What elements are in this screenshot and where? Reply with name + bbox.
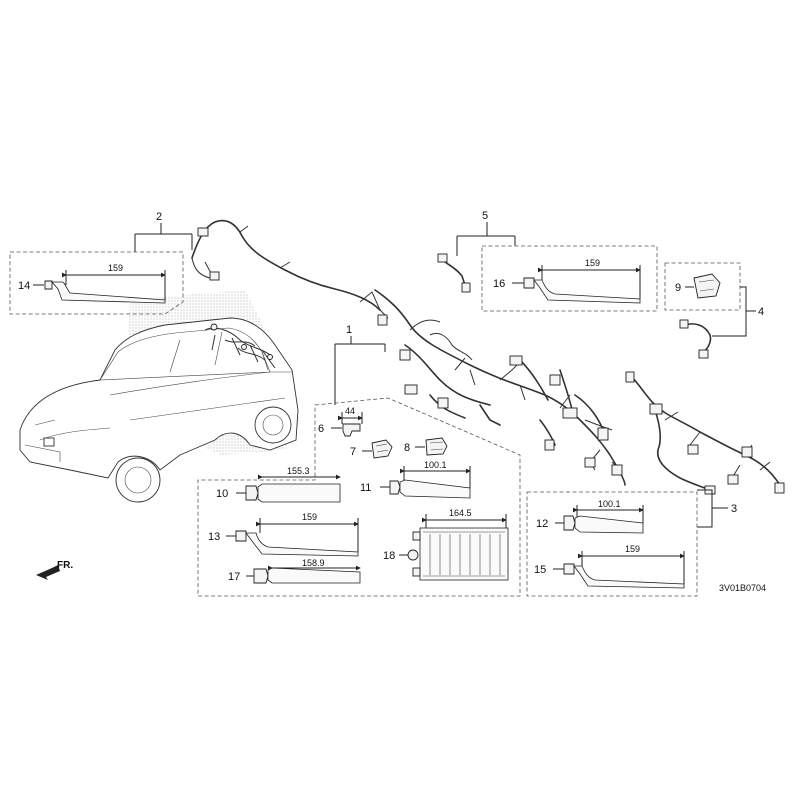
callout-4: 4 <box>758 306 764 318</box>
front-direction-indicator: FR. <box>36 560 73 580</box>
dimension-10: 155.3 <box>287 466 310 476</box>
callout-12: 12 <box>536 518 548 530</box>
callout-17: 17 <box>228 571 240 583</box>
dimension-17: 158.9 <box>302 558 325 568</box>
group-5-harness: 5 16 159 <box>437 210 658 312</box>
callout-11: 11 <box>360 482 371 494</box>
group-1-main-harness: 1 6 44 7 8 10 <box>197 289 626 597</box>
diagram-code: 3V01B0704 <box>719 583 766 593</box>
callout-2: 2 <box>156 211 162 223</box>
callout-1: 1 <box>346 324 352 336</box>
vehicle-illustration <box>19 290 300 503</box>
dimension-14: 159 <box>108 263 123 273</box>
dimension-6: 44 <box>345 406 355 416</box>
callout-10: 10 <box>216 488 228 500</box>
dimension-18: 164.5 <box>449 508 472 518</box>
callout-13: 13 <box>208 531 220 543</box>
callout-15: 15 <box>534 564 546 576</box>
callout-16: 16 <box>493 278 505 290</box>
dimension-15: 159 <box>625 544 640 554</box>
front-direction-label: FR. <box>57 560 73 571</box>
callout-7: 7 <box>350 446 356 458</box>
dimension-11: 100.1 <box>424 460 447 470</box>
dimension-13: 159 <box>302 512 317 522</box>
callout-14: 14 <box>18 280 30 292</box>
callout-3: 3 <box>731 503 737 515</box>
group-4-harness: 9 4 <box>664 262 764 359</box>
group-2-roof-harness: 2 14 159 <box>9 211 389 326</box>
dimension-16: 159 <box>585 258 600 268</box>
callout-6: 6 <box>318 423 324 435</box>
group-3-harness: 3 12 100.1 15 159 <box>526 371 785 597</box>
callout-18: 18 <box>383 550 395 562</box>
callout-8: 8 <box>404 442 410 454</box>
callout-9: 9 <box>675 282 681 294</box>
callout-5: 5 <box>482 210 488 222</box>
dimension-12: 100.1 <box>598 499 621 509</box>
